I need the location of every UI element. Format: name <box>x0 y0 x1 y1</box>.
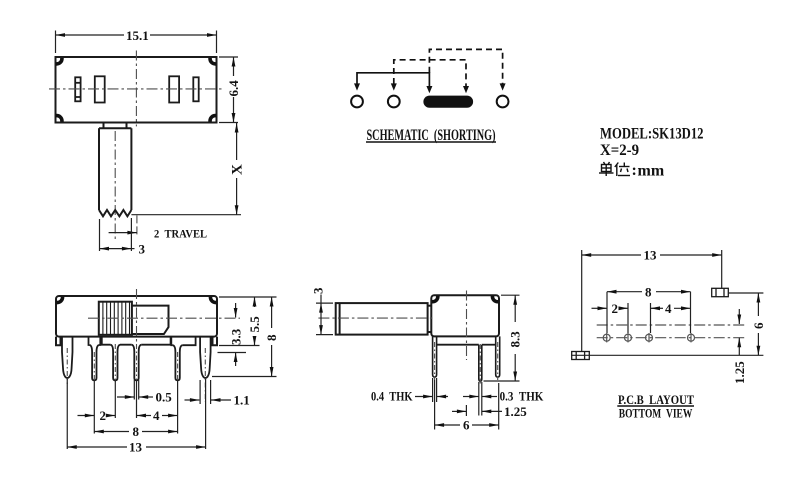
svg-text:MODEL:SK13D12: MODEL:SK13D12 <box>600 125 704 142</box>
svg-text:8: 8 <box>264 334 279 341</box>
svg-text:X=2-9: X=2-9 <box>600 142 639 159</box>
svg-text:3: 3 <box>311 287 326 294</box>
svg-text:6: 6 <box>463 418 470 433</box>
svg-text:P.C.B LAYOUT: P.C.B LAYOUT <box>618 392 694 407</box>
svg-text:15.1: 15.1 <box>126 28 149 43</box>
svg-text:1.25: 1.25 <box>732 361 747 384</box>
svg-text::: : <box>632 162 637 179</box>
svg-text:BOTTOM VIEW: BOTTOM VIEW <box>619 405 693 420</box>
svg-text:8.3: 8.3 <box>508 331 523 348</box>
svg-text:6: 6 <box>751 322 766 329</box>
svg-text:0.5: 0.5 <box>156 390 173 405</box>
svg-text:4: 4 <box>665 301 672 316</box>
svg-text:2: 2 <box>100 408 107 423</box>
svg-text:8: 8 <box>645 284 652 299</box>
svg-text:1.25: 1.25 <box>504 404 527 419</box>
svg-text:8: 8 <box>133 424 140 439</box>
svg-text:0.3 THK: 0.3 THK <box>500 389 545 404</box>
svg-text:6.4: 6.4 <box>226 80 241 97</box>
svg-text:13: 13 <box>129 440 143 455</box>
svg-text:2: 2 <box>612 301 619 316</box>
svg-text:5.5: 5.5 <box>247 316 262 333</box>
svg-text:4: 4 <box>153 408 160 423</box>
svg-text:mm: mm <box>638 163 665 180</box>
svg-text:0.4 THK: 0.4 THK <box>371 389 413 404</box>
svg-text:3.3: 3.3 <box>228 328 243 345</box>
svg-text:X: X <box>230 164 246 175</box>
svg-text:1.1: 1.1 <box>234 393 250 408</box>
svg-text:SCHEMATIC (SHORTING): SCHEMATIC (SHORTING) <box>367 127 496 144</box>
svg-text:2 TRAVEL: 2 TRAVEL <box>154 227 207 241</box>
svg-text:13: 13 <box>644 248 658 263</box>
svg-text:3: 3 <box>139 241 146 256</box>
